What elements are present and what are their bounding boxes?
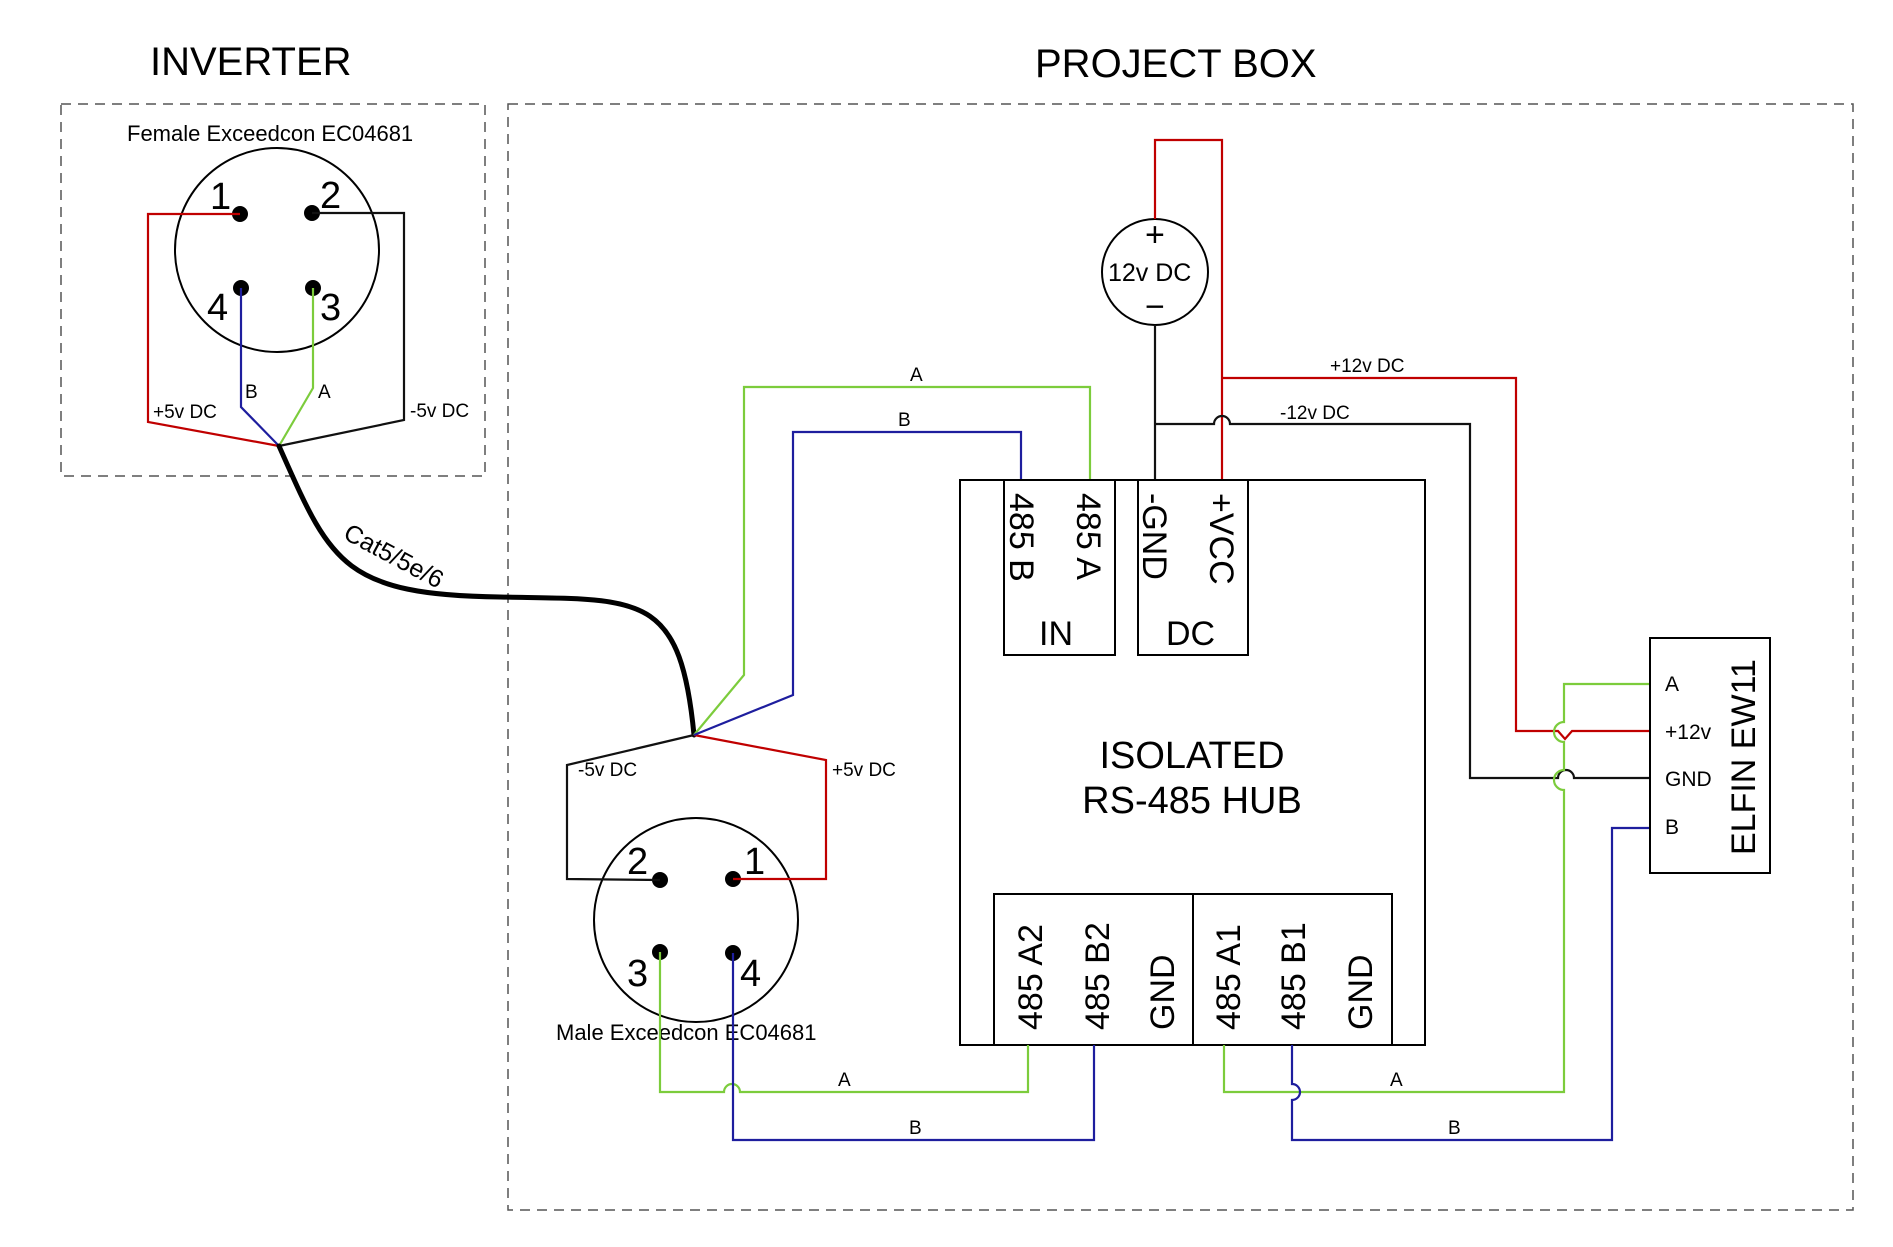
wire-plus12 — [1222, 376, 1650, 741]
label-a1: A — [1390, 1070, 1403, 1091]
hub-dc-label: DC — [1166, 615, 1215, 653]
ethernet-cable — [276, 443, 697, 738]
female-label-a: A — [318, 382, 331, 403]
power-supply-plus: + — [1145, 216, 1165, 254]
hub-pin-a2: 485 A2 — [1012, 924, 1050, 1030]
wire-in-b — [693, 430, 1023, 737]
hub-in-pin-b: 485 B — [1002, 493, 1040, 582]
female-label-plus5: +5v DC — [153, 402, 217, 423]
wire-in-a — [693, 385, 1092, 736]
female-label-b: B — [245, 382, 258, 403]
inverter-boundary — [60, 103, 486, 477]
male-label-plus5: +5v DC — [832, 760, 896, 781]
female-pin-3: 3 — [320, 287, 341, 329]
female-connector-label: Female Exceedcon EC04681 — [127, 121, 413, 146]
male-pin-4: 4 — [740, 953, 761, 995]
wire-vcc — [1153, 138, 1224, 480]
female-wire-a — [278, 288, 315, 447]
label-plus12: +12v DC — [1330, 356, 1404, 377]
female-wire-plus5 — [146, 212, 280, 448]
hub-pin-b1: 485 B1 — [1275, 922, 1313, 1030]
elfin-pin-plus12: +12v — [1665, 721, 1712, 744]
female-pin-2: 2 — [320, 175, 341, 217]
female-connector-body — [174, 147, 380, 353]
label-b2: B — [909, 1118, 922, 1139]
rs485-hub: ISOLATED RS-485 HUB IN 485 B 485 A DC -G… — [959, 479, 1426, 1046]
hub-in-label: IN — [1039, 615, 1073, 653]
elfin-pin-gnd: GND — [1665, 768, 1712, 791]
hub-dc-pin-vcc: +VCC — [1202, 493, 1240, 585]
female-wire-minus5 — [278, 211, 406, 448]
label-in-b: B — [898, 410, 911, 431]
wire-minus12 — [1155, 414, 1650, 780]
inverter-title: INVERTER — [150, 40, 352, 84]
male-pin-1: 1 — [744, 841, 765, 883]
elfin-ew11: A +12v GND B ELFIN EW11 — [1649, 637, 1771, 874]
cable-label: Cat5/5e/6 — [339, 519, 448, 595]
label-a2: A — [838, 1070, 851, 1091]
male-pin-3: 3 — [627, 953, 648, 995]
female-pin-4: 4 — [207, 287, 228, 329]
male-connector: 1 2 3 4 Male Exceedcon EC04681 -5v DC +5… — [556, 733, 896, 1045]
power-supply-label: 12v DC — [1108, 259, 1191, 287]
male-connector-body — [593, 817, 799, 1023]
project-box-title: PROJECT BOX — [1035, 42, 1317, 86]
male-wire-plus5 — [693, 733, 828, 881]
elfin-body — [1649, 637, 1771, 874]
hub-pin-gnd2: GND — [1144, 954, 1182, 1030]
hub-title-line2: RS-485 HUB — [1082, 780, 1302, 822]
male-label-minus5: -5v DC — [578, 760, 637, 781]
elfin-pin-a: A — [1665, 673, 1679, 696]
hub-title-line1: ISOLATED — [1099, 735, 1284, 777]
female-label-minus5: -5v DC — [410, 401, 469, 422]
male-connector-label: Male Exceedcon EC04681 — [556, 1020, 817, 1045]
male-pin-2: 2 — [627, 841, 648, 883]
wire-a1 — [1222, 682, 1650, 1094]
female-wire-b — [239, 288, 280, 447]
project-box-boundary — [507, 103, 1854, 1211]
hub-in-pin-a: 485 A — [1069, 493, 1107, 580]
label-in-a: A — [910, 365, 923, 386]
female-connector: Female Exceedcon EC04681 1 2 3 4 +5v DC … — [127, 121, 469, 448]
hub-pin-b2: 485 B2 — [1079, 922, 1117, 1030]
wire-b1 — [1290, 826, 1650, 1142]
hub-dc-pin-gnd: -GND — [1135, 493, 1173, 580]
label-b1: B — [1448, 1118, 1461, 1139]
wire-b2 — [731, 953, 1096, 1142]
elfin-pin-b: B — [1665, 816, 1679, 839]
power-supply-minus: − — [1145, 288, 1165, 326]
label-minus12: -12v DC — [1280, 403, 1350, 424]
hub-pin-a1: 485 A1 — [1210, 924, 1248, 1030]
hub-pin-gnd1: GND — [1342, 954, 1380, 1030]
power-supply: + 12v DC − — [1101, 216, 1209, 326]
female-pin-1: 1 — [210, 176, 231, 218]
hub-dc-block — [1137, 479, 1249, 656]
male-wire-minus5 — [565, 733, 695, 882]
elfin-name: ELFIN EW11 — [1725, 659, 1763, 855]
hub-in-block — [1003, 479, 1116, 656]
